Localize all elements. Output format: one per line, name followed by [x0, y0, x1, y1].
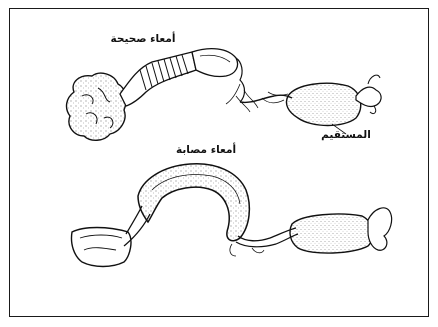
infected-swollen-midgut	[138, 164, 249, 241]
healthy-intestine-drawing	[67, 49, 382, 141]
label-infected-intestine: أمعاء مصابة	[176, 142, 236, 156]
label-healthy-intestine: أمعاء صحيحة	[111, 31, 176, 45]
healthy-rectum	[286, 83, 360, 125]
infected-rectum	[290, 214, 373, 253]
infected-intestine-drawing	[71, 164, 391, 267]
infected-head	[71, 228, 130, 267]
healthy-midgut	[192, 49, 238, 77]
label-rectum: المستقيم	[321, 129, 371, 141]
malpighian-threads	[226, 84, 258, 112]
healthy-segmented-tube	[120, 52, 196, 106]
infected-rectum-tip	[368, 208, 392, 250]
healthy-head-mass	[67, 73, 126, 140]
